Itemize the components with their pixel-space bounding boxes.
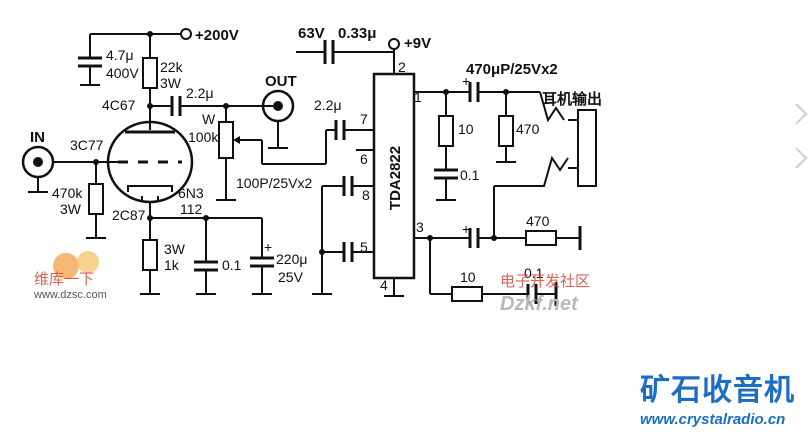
r10b-label: 10: [460, 269, 476, 285]
cap-033-label: 0.33μ: [338, 25, 376, 42]
edge-arrow-icon: [795, 103, 808, 125]
out-jack: [261, 89, 295, 149]
tube-grid-label: 3C77: [70, 137, 104, 153]
zobel-pin3: [429, 238, 558, 306]
ic-tda2822: [372, 72, 416, 280]
dzsc-watermark: 维库一下 www.dzsc.com: [33, 251, 107, 301]
cap-220u-voltage: 25V: [278, 269, 304, 285]
cap-470u-label: 470μP/25Vx2: [466, 61, 558, 78]
potentiometer-100k: [216, 106, 327, 201]
cap-4u7-voltage: 400V: [106, 65, 139, 81]
dzsc-cn: 维库一下: [34, 271, 94, 288]
v9-label: +9V: [404, 35, 431, 52]
cap-2u2b-label: 2.2μ: [314, 97, 342, 113]
pin-4: 4: [380, 277, 388, 293]
pot-w-label: W: [202, 111, 216, 127]
ic-label: TDA2822: [387, 146, 404, 210]
elecfans-watermark: 电子开发社区 Dzkf.net: [500, 273, 590, 315]
pin-5: 5: [360, 239, 368, 255]
headphone-jack: [494, 91, 597, 187]
plus-pin3: +: [462, 221, 470, 237]
tube-cathode-label: 2C87: [112, 207, 146, 223]
in-jack: [21, 145, 118, 193]
v63-label: 63V: [298, 25, 325, 42]
r10a-label: 10: [458, 121, 474, 137]
brand-logo: 矿石收音机 www.crystalradio.cn: [640, 373, 795, 428]
edge-arrow-icon: [795, 147, 808, 169]
out-label: OUT: [265, 73, 297, 90]
pin-6: 6: [360, 151, 368, 167]
in-label: IN: [30, 129, 45, 146]
tda-stage: 63V 0.33μ +9V TDA2822 2 7 6 8 5 1 3 4 2.…: [236, 25, 602, 306]
pin-7: 7: [360, 111, 368, 127]
b-plus-terminal: [180, 28, 192, 40]
cap-220u-label: 220μ: [276, 251, 307, 267]
pin-2: 2: [398, 59, 406, 75]
resistor-470-pin1: [496, 92, 516, 163]
r1k-watt: 3W: [164, 241, 186, 257]
cap-2u2a-label: 2.2μ: [186, 85, 214, 101]
v9-terminal: [388, 38, 400, 50]
cap-01b-label: 0.1: [460, 167, 480, 183]
cap-220u: [250, 218, 274, 295]
pin-8: 8: [362, 187, 370, 203]
brand-url: www.crystalradio.cn: [640, 411, 785, 428]
cap-01c-label: 0.1: [524, 265, 544, 281]
resistor-470k: [86, 162, 106, 239]
plus-pin1: +: [462, 73, 470, 89]
elecfans-en: Dzkf.net: [500, 293, 579, 315]
r470k-watt: 3W: [60, 201, 82, 217]
r22k-label: 22k: [160, 59, 184, 75]
elecfans-cn: 电子开发社区: [500, 273, 590, 290]
dzsc-url: www.dzsc.com: [33, 289, 107, 301]
resistor-1k: [140, 218, 160, 295]
zobel-pin1: [434, 92, 458, 201]
pin-1: 1: [414, 89, 422, 105]
headphone-label: 耳机输出: [542, 90, 602, 108]
pot-value: 100k: [188, 129, 219, 145]
r470b-label: 470: [526, 213, 550, 229]
tube-num: 112: [180, 201, 203, 217]
plus-220u: +: [264, 239, 272, 255]
resistor-470-pin3: [525, 230, 557, 246]
cap-01a-label: 0.1: [222, 257, 242, 273]
v200-label: +200V: [195, 27, 239, 44]
cap-01-cathode: [194, 218, 218, 295]
cap-100p-label: 100P/25Vx2: [236, 175, 312, 191]
tube-plate-label: 4C67: [102, 97, 136, 113]
cap-4u7-label: 4.7μ: [106, 47, 134, 63]
r22k-watt: 3W: [160, 75, 182, 91]
tube-stage: +200V 4.7μ 400V 22k 3W 4C67 2.2μ: [21, 27, 327, 295]
pin-3: 3: [416, 219, 424, 235]
cap-4u7: [78, 34, 102, 86]
resistor-22k: [142, 34, 158, 130]
r470k-label: 470k: [52, 185, 83, 201]
r1k-label: 1k: [164, 257, 180, 273]
r470a-label: 470: [516, 121, 540, 137]
brand-name: 矿石收音机: [640, 373, 795, 407]
tube-name: 6N3: [178, 185, 204, 201]
